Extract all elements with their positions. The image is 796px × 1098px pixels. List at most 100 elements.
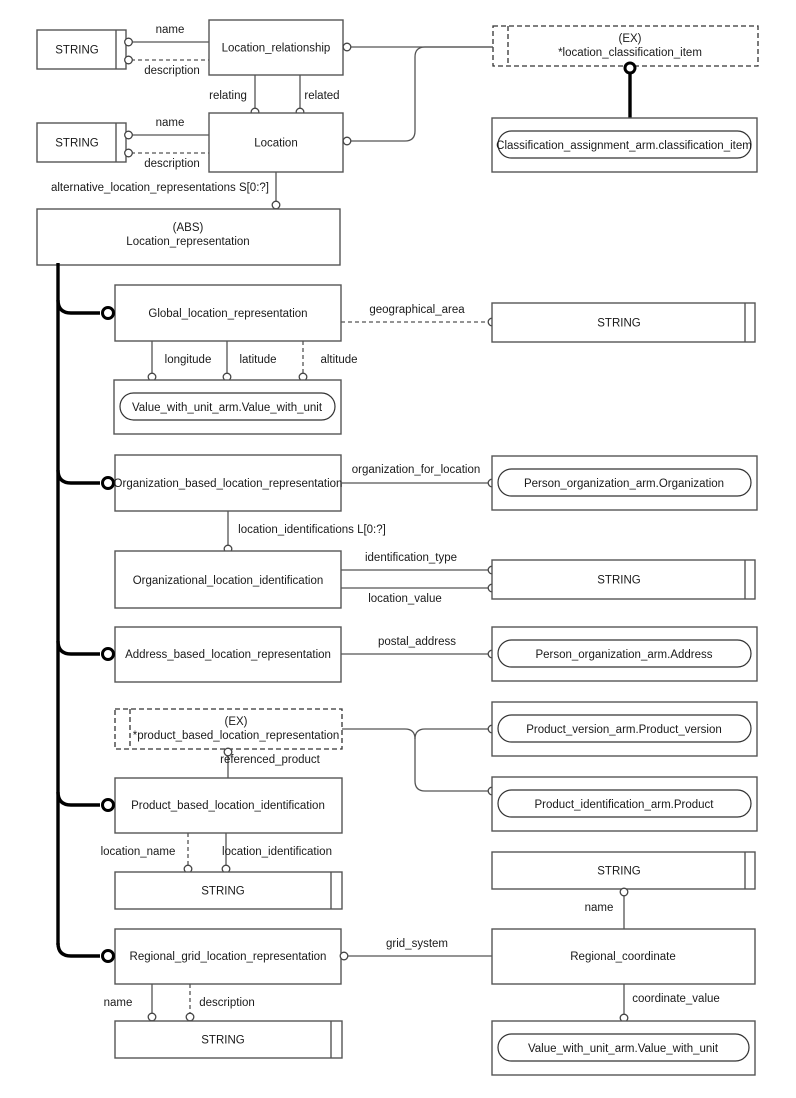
string-geographical-label: STRING <box>597 318 641 330</box>
entity-regional-coordinate-label: Regional_coordinate <box>570 951 676 963</box>
entity-location-representation[interactable]: (ABS) Location_representation <box>36 208 341 266</box>
ex-tag-product-based-location-representation: (EX) <box>225 716 248 728</box>
attr-label-loc-name: name <box>156 117 185 129</box>
attr-label-regional-name: name <box>104 997 133 1009</box>
attr-label-alternative-location-representations: alternative_location_representations S[0… <box>51 182 269 194</box>
attr-label-coordinate-name: name <box>585 902 614 914</box>
attr-label-lr-description: description <box>144 65 200 77</box>
attr-label-postal-address: postal_address <box>378 636 456 648</box>
page-ref-classification-item-label: Classification_assignment_arm.classifica… <box>496 140 752 152</box>
entity-location-relationship[interactable]: Location_relationship <box>208 19 344 76</box>
page-ref-value-with-unit-bottom[interactable]: Value_with_unit_arm.Value_with_unit <box>491 1020 756 1076</box>
entity-address-based-location-representation[interactable]: Address_based_location_representation <box>101 626 342 683</box>
link-referenced-product: referenced_product <box>220 747 321 778</box>
attr-label-location-value: location_value <box>368 593 442 605</box>
link-product-version <box>342 724 497 796</box>
primitive-string-2: STRING <box>36 122 127 163</box>
link-location-relationship-name: name <box>124 24 209 47</box>
string-org-ident-label: STRING <box>597 575 641 587</box>
external-ref-location-classification-item[interactable]: (EX) *location_classification_item <box>492 25 759 67</box>
abs-tag-location-representation: (ABS) <box>173 222 204 234</box>
primitive-string-geographical: STRING <box>491 302 756 343</box>
primitive-string-org-ident: STRING <box>491 559 756 600</box>
ex-tag-location-classification-item: (EX) <box>619 33 642 45</box>
entity-product-based-location-identification-label: Product_based_location_identification <box>131 800 325 812</box>
page-ref-value-with-unit-bottom-label: Value_with_unit_arm.Value_with_unit <box>528 1043 719 1055</box>
entity-organizational-location-identification-label: Organizational_location_identification <box>133 575 324 587</box>
attr-label-coordinate-value: coordinate_value <box>632 993 720 1005</box>
link-location-name: name <box>124 117 209 140</box>
link-postal-address: postal_address <box>341 636 497 659</box>
entity-global-location-representation[interactable]: Global_location_representation <box>101 284 342 342</box>
page-ref-address[interactable]: Person_organization_arm.Address <box>491 626 758 682</box>
entity-organization-based-location-representation-label: Organization_based_location_representati… <box>114 478 343 490</box>
link-regional-description: description <box>185 984 255 1022</box>
external-ref-product-based-location-representation[interactable]: (EX) *product_based_location_representat… <box>114 708 343 750</box>
page-ref-organization-label: Person_organization_arm.Organization <box>524 478 724 490</box>
page-ref-value-with-unit-top[interactable]: Value_with_unit_arm.Value_with_unit <box>113 379 342 435</box>
page-ref-product-version[interactable]: Product_version_arm.Product_version <box>491 701 758 757</box>
entity-location-representation-label: Location_representation <box>126 236 249 248</box>
string-regional-grid-label: STRING <box>201 1035 245 1047</box>
link-geographical-area: geographical_area <box>341 304 497 327</box>
attr-label-regional-description: description <box>199 997 255 1009</box>
link-latitude: latitude <box>222 341 277 382</box>
attr-label-altitude: altitude <box>320 354 357 366</box>
link-altitude: altitude <box>298 341 358 382</box>
attr-label-lr-name: name <box>156 24 185 36</box>
attr-label-loc-description: description <box>144 158 200 170</box>
attr-label-geographical-area: geographical_area <box>369 304 465 316</box>
primitive-string-1: STRING <box>36 29 127 70</box>
link-location-identification-attr: location_identification <box>221 833 332 874</box>
link-location-to-classification-ex <box>342 46 493 146</box>
attr-label-latitude: latitude <box>239 354 276 366</box>
entity-organization-based-location-representation[interactable]: Organization_based_location_representati… <box>101 454 343 512</box>
entity-organizational-location-identification[interactable]: Organizational_location_identification <box>114 550 342 609</box>
attr-label-identification-type: identification_type <box>365 552 457 564</box>
attr-label-longitude: longitude <box>165 354 212 366</box>
string-2-label: STRING <box>55 138 99 150</box>
primitive-string-regional-grid: STRING <box>114 1020 343 1059</box>
link-organization-for-location: organization_for_location <box>341 464 497 488</box>
link-location-identifications: location_identifications L[0:?] <box>223 511 386 554</box>
entity-regional-grid-location-representation[interactable]: Regional_grid_location_representation <box>101 928 342 985</box>
entity-address-based-location-representation-label: Address_based_location_representation <box>125 649 331 661</box>
page-ref-classification-item[interactable]: Classification_assignment_arm.classifica… <box>491 117 758 173</box>
attr-label-referenced-product: referenced_product <box>220 754 321 766</box>
link-identification-type: identification_type <box>341 552 497 575</box>
page-ref-value-with-unit-top-label: Value_with_unit_arm.Value_with_unit <box>132 402 323 414</box>
entity-location-relationship-label: Location_relationship <box>222 43 331 55</box>
ex-label-product-based-location-representation: *product_based_location_representation <box>133 730 340 742</box>
ex-label-location-classification-item: *location_classification_item <box>558 47 702 59</box>
link-related: related <box>295 75 340 117</box>
string-regional-name-label: STRING <box>597 866 641 878</box>
link-location-relationship-description: description <box>124 55 209 77</box>
link-location-description: description <box>124 148 209 170</box>
string-1-label: STRING <box>55 45 99 57</box>
entity-product-based-location-identification[interactable]: Product_based_location_identification <box>101 777 343 834</box>
page-ref-product-version-label: Product_version_arm.Product_version <box>526 724 722 736</box>
string-product-label: STRING <box>201 886 245 898</box>
link-location-value: location_value <box>341 583 497 605</box>
page-ref-product-label: Product_identification_arm.Product <box>535 799 715 811</box>
link-location-name-attr: location_name <box>101 833 193 874</box>
entity-location-label: Location <box>254 138 297 150</box>
attr-label-location-identification: location_identification <box>222 846 332 858</box>
attr-label-location-identifications: location_identifications L[0:?] <box>238 524 386 536</box>
attr-label-related: related <box>304 90 339 102</box>
link-alternative-location-representations: alternative_location_representations S[0… <box>51 172 281 210</box>
primitive-string-product: STRING <box>114 871 343 910</box>
primitive-string-regional-name: STRING <box>491 851 756 890</box>
attr-label-grid-system: grid_system <box>386 938 448 950</box>
link-longitude: longitude <box>147 341 212 382</box>
entity-regional-coordinate[interactable]: Regional_coordinate <box>491 928 756 985</box>
entity-location[interactable]: Location <box>208 112 344 173</box>
supertype-spine <box>56 263 100 958</box>
page-ref-product[interactable]: Product_identification_arm.Product <box>491 776 758 832</box>
page-ref-organization[interactable]: Person_organization_arm.Organization <box>491 455 758 511</box>
link-coordinate-name: name <box>585 887 629 929</box>
link-relating: relating <box>209 75 260 117</box>
entity-regional-grid-location-representation-label: Regional_grid_location_representation <box>130 951 327 963</box>
link-regional-name: name <box>104 984 157 1022</box>
